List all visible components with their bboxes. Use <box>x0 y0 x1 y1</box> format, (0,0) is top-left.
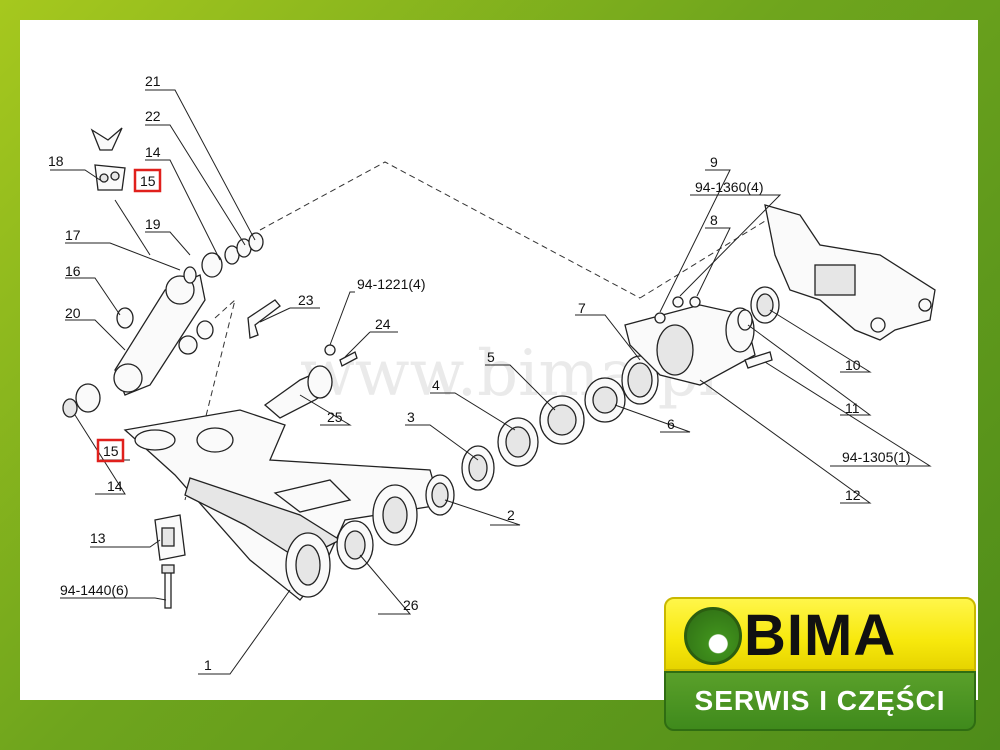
callout-17: 17 <box>65 227 81 243</box>
callout-94-1440: 94-1440(6) <box>60 582 129 598</box>
callout-8: 8 <box>710 212 718 228</box>
nut-part-9 <box>654 312 666 324</box>
callout-18: 18 <box>48 153 64 169</box>
bima-logo: BIMA SERWIS I CZĘŚCI <box>664 597 976 737</box>
callout-22: 22 <box>145 108 161 124</box>
washer-part-16 <box>116 307 134 329</box>
clamp-part-13 <box>154 514 186 561</box>
bearing-part-26 <box>336 520 374 570</box>
logo-bottom-panel: SERWIS I CZĘŚCI <box>664 671 976 731</box>
bushing-part-2 <box>425 474 455 516</box>
callout-20: 20 <box>65 305 81 321</box>
callout-9: 9 <box>710 154 718 170</box>
bolt-part-24 <box>339 351 358 367</box>
washer-part-14-lower <box>62 383 101 418</box>
callout-94-1221: 94-1221(4) <box>357 276 426 292</box>
callout-26: 26 <box>403 597 419 613</box>
highlight-15-bottom: 15 <box>96 438 125 463</box>
highlight-15-top: 15 <box>133 168 162 193</box>
assembly-line-right <box>639 217 771 299</box>
callout-1: 1 <box>204 657 212 673</box>
callout-19: 19 <box>145 216 161 232</box>
ring-part-10 <box>750 286 780 324</box>
callout-94-1360: 94-1360(4) <box>695 179 764 195</box>
callout-7: 7 <box>578 300 586 316</box>
callout-6: 6 <box>667 416 675 432</box>
diagram-sheet <box>20 20 978 700</box>
highlight-15-top-label: 15 <box>140 173 156 189</box>
washer-part-17 <box>183 266 197 284</box>
swing-arm-part-1 <box>123 409 441 601</box>
callout-3: 3 <box>407 409 415 425</box>
grease-pack-part-18 <box>90 127 151 256</box>
callout-2: 2 <box>507 507 515 523</box>
callout-4: 4 <box>432 377 440 393</box>
washer-94-1360 <box>672 296 684 308</box>
callout-16: 16 <box>65 263 81 279</box>
callout-14-bottom: 14 <box>107 478 123 494</box>
callout-14-top: 14 <box>145 144 161 160</box>
link-arm-part-20 <box>113 274 206 396</box>
assembly-line-top <box>259 161 641 299</box>
pin-part-23 <box>247 299 281 339</box>
leader-lines <box>50 89 932 675</box>
grease-nipple-94-1221 <box>324 344 336 356</box>
nut-part-8 <box>689 296 701 308</box>
callout-12: 12 <box>845 487 861 503</box>
nut-part-6 <box>584 377 626 423</box>
callout-94-1305: 94-1305(1) <box>842 449 911 465</box>
ring-part-7 <box>621 355 659 405</box>
bolt-94-1440 <box>161 564 175 609</box>
callout-25: 25 <box>327 409 343 425</box>
callout-10: 10 <box>845 357 861 373</box>
highlight-15-bottom-label: 15 <box>103 443 119 459</box>
ring-part-4 <box>497 417 539 467</box>
callout-24: 24 <box>375 316 391 332</box>
callout-5: 5 <box>487 349 495 365</box>
callout-11: 11 <box>845 400 860 416</box>
ring-part-20b <box>178 320 214 355</box>
logo-tagline: SERWIS I CZĘŚCI <box>694 685 946 716</box>
bushing-part-3 <box>461 445 495 491</box>
ring-part-5 <box>539 395 585 445</box>
logo-brand: BIMA <box>744 603 897 668</box>
washers-part-21-22 <box>201 232 264 278</box>
bolt-94-1305 <box>744 351 773 369</box>
axle-frame-bracket <box>764 204 936 341</box>
pin-part-25 <box>263 365 333 419</box>
callout-13: 13 <box>90 530 106 546</box>
logo-ball-icon <box>684 607 742 665</box>
callout-21: 21 <box>145 73 161 89</box>
logo-top-panel: BIMA <box>664 597 976 671</box>
callout-23: 23 <box>298 292 314 308</box>
